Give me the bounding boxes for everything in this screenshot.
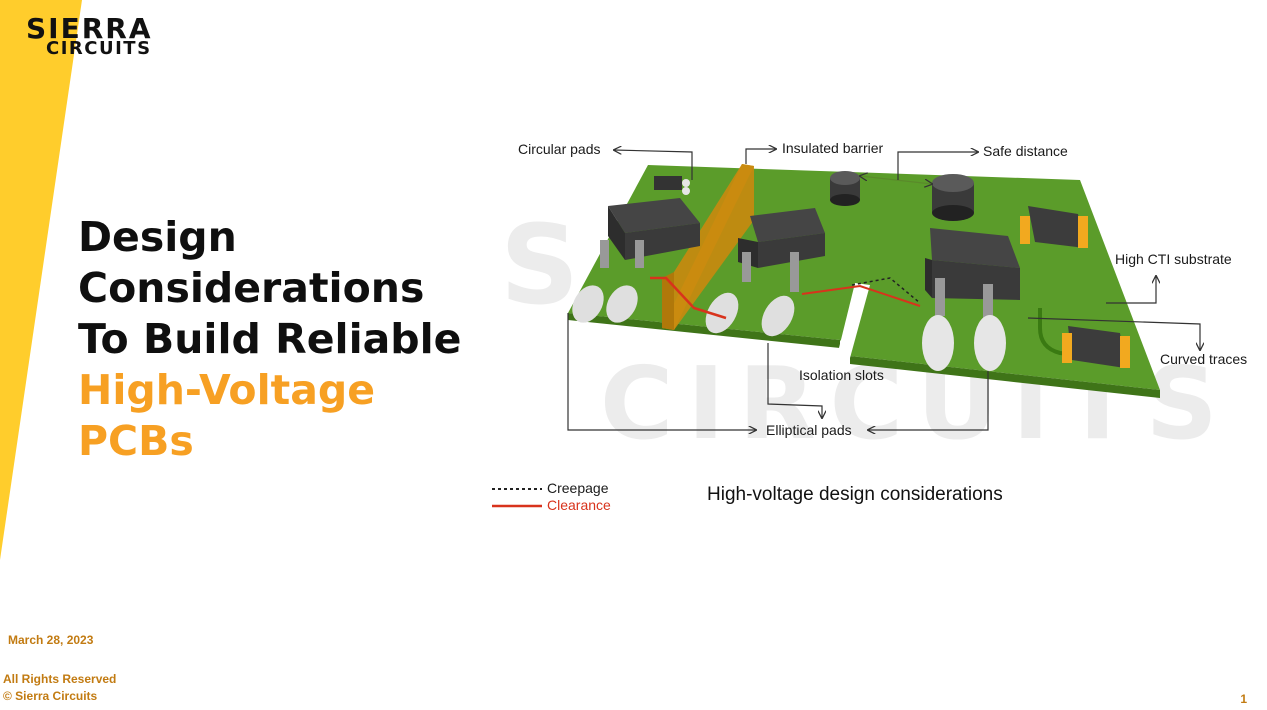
label-insulated-barrier: Insulated barrier <box>782 140 884 156</box>
logo-wordmark-bottom: CIRCUITS <box>46 38 152 59</box>
title-line-1: Design <box>78 213 237 261</box>
label-circular-pads: Circular pads <box>518 141 600 157</box>
component-1-lead <box>600 240 609 268</box>
callout-high-cti <box>1106 276 1156 304</box>
insulated-barrier <box>662 164 754 330</box>
callout-insulated-barrier <box>745 149 776 164</box>
callout-elliptical-pads-left <box>567 313 756 430</box>
circular-pad <box>682 179 690 187</box>
callout-elliptical-pads-right <box>868 371 989 430</box>
callout-elliptical-pads-mid <box>767 343 822 418</box>
diagram-caption: High-voltage design considerations <box>707 484 1003 505</box>
callout-safe-distance <box>897 152 978 180</box>
smd-part-1 <box>1020 206 1088 248</box>
date: March 28, 2023 <box>8 633 94 647</box>
callout-circular-pads <box>614 150 693 180</box>
smd-part-2 <box>1062 326 1130 368</box>
copyright-text: © Sierra Circuits <box>3 689 98 703</box>
capacitor-1 <box>830 171 860 206</box>
label-elliptical-pads: Elliptical pads <box>766 422 852 438</box>
title-line-3: To Build Reliable <box>78 315 462 363</box>
page-number: 1 <box>1240 692 1247 706</box>
label-high-cti-substrate: High CTI substrate <box>1115 251 1232 267</box>
curved-trace <box>1038 308 1121 362</box>
label-isolation-slots: Isolation slots <box>799 367 884 383</box>
label-curved-traces: Curved traces <box>1160 351 1247 367</box>
callout-curved-traces <box>1027 317 1200 350</box>
component-3 <box>922 228 1020 371</box>
logo-wordmark-top: SIERRA <box>26 12 153 45</box>
brand-stripe <box>0 0 82 560</box>
component-2 <box>705 208 825 337</box>
legend-creepage-label: Creepage <box>547 480 609 496</box>
label-safe-distance: Safe distance <box>983 143 1068 159</box>
title-line-4: High-Voltage <box>78 366 376 414</box>
title-line-5: PCBs <box>78 417 194 465</box>
capacitor-2 <box>932 174 974 221</box>
isolation-slot <box>837 283 870 358</box>
small-chip <box>654 176 690 195</box>
component-1 <box>572 198 700 323</box>
legend: Creepage Clearance <box>492 480 611 513</box>
clearance-path <box>650 276 727 320</box>
safe-distance-arrow <box>860 176 932 184</box>
creepage-path <box>851 277 921 304</box>
clearance-path-2 <box>801 284 921 307</box>
elliptical-pad <box>572 285 604 323</box>
pcb-diagram: SIERRA CIRCUITS <box>492 140 1247 513</box>
title-line-2: Considerations <box>78 264 425 312</box>
legend-clearance-label: Clearance <box>547 497 611 513</box>
rights-text: All Rights Reserved <box>3 672 117 686</box>
